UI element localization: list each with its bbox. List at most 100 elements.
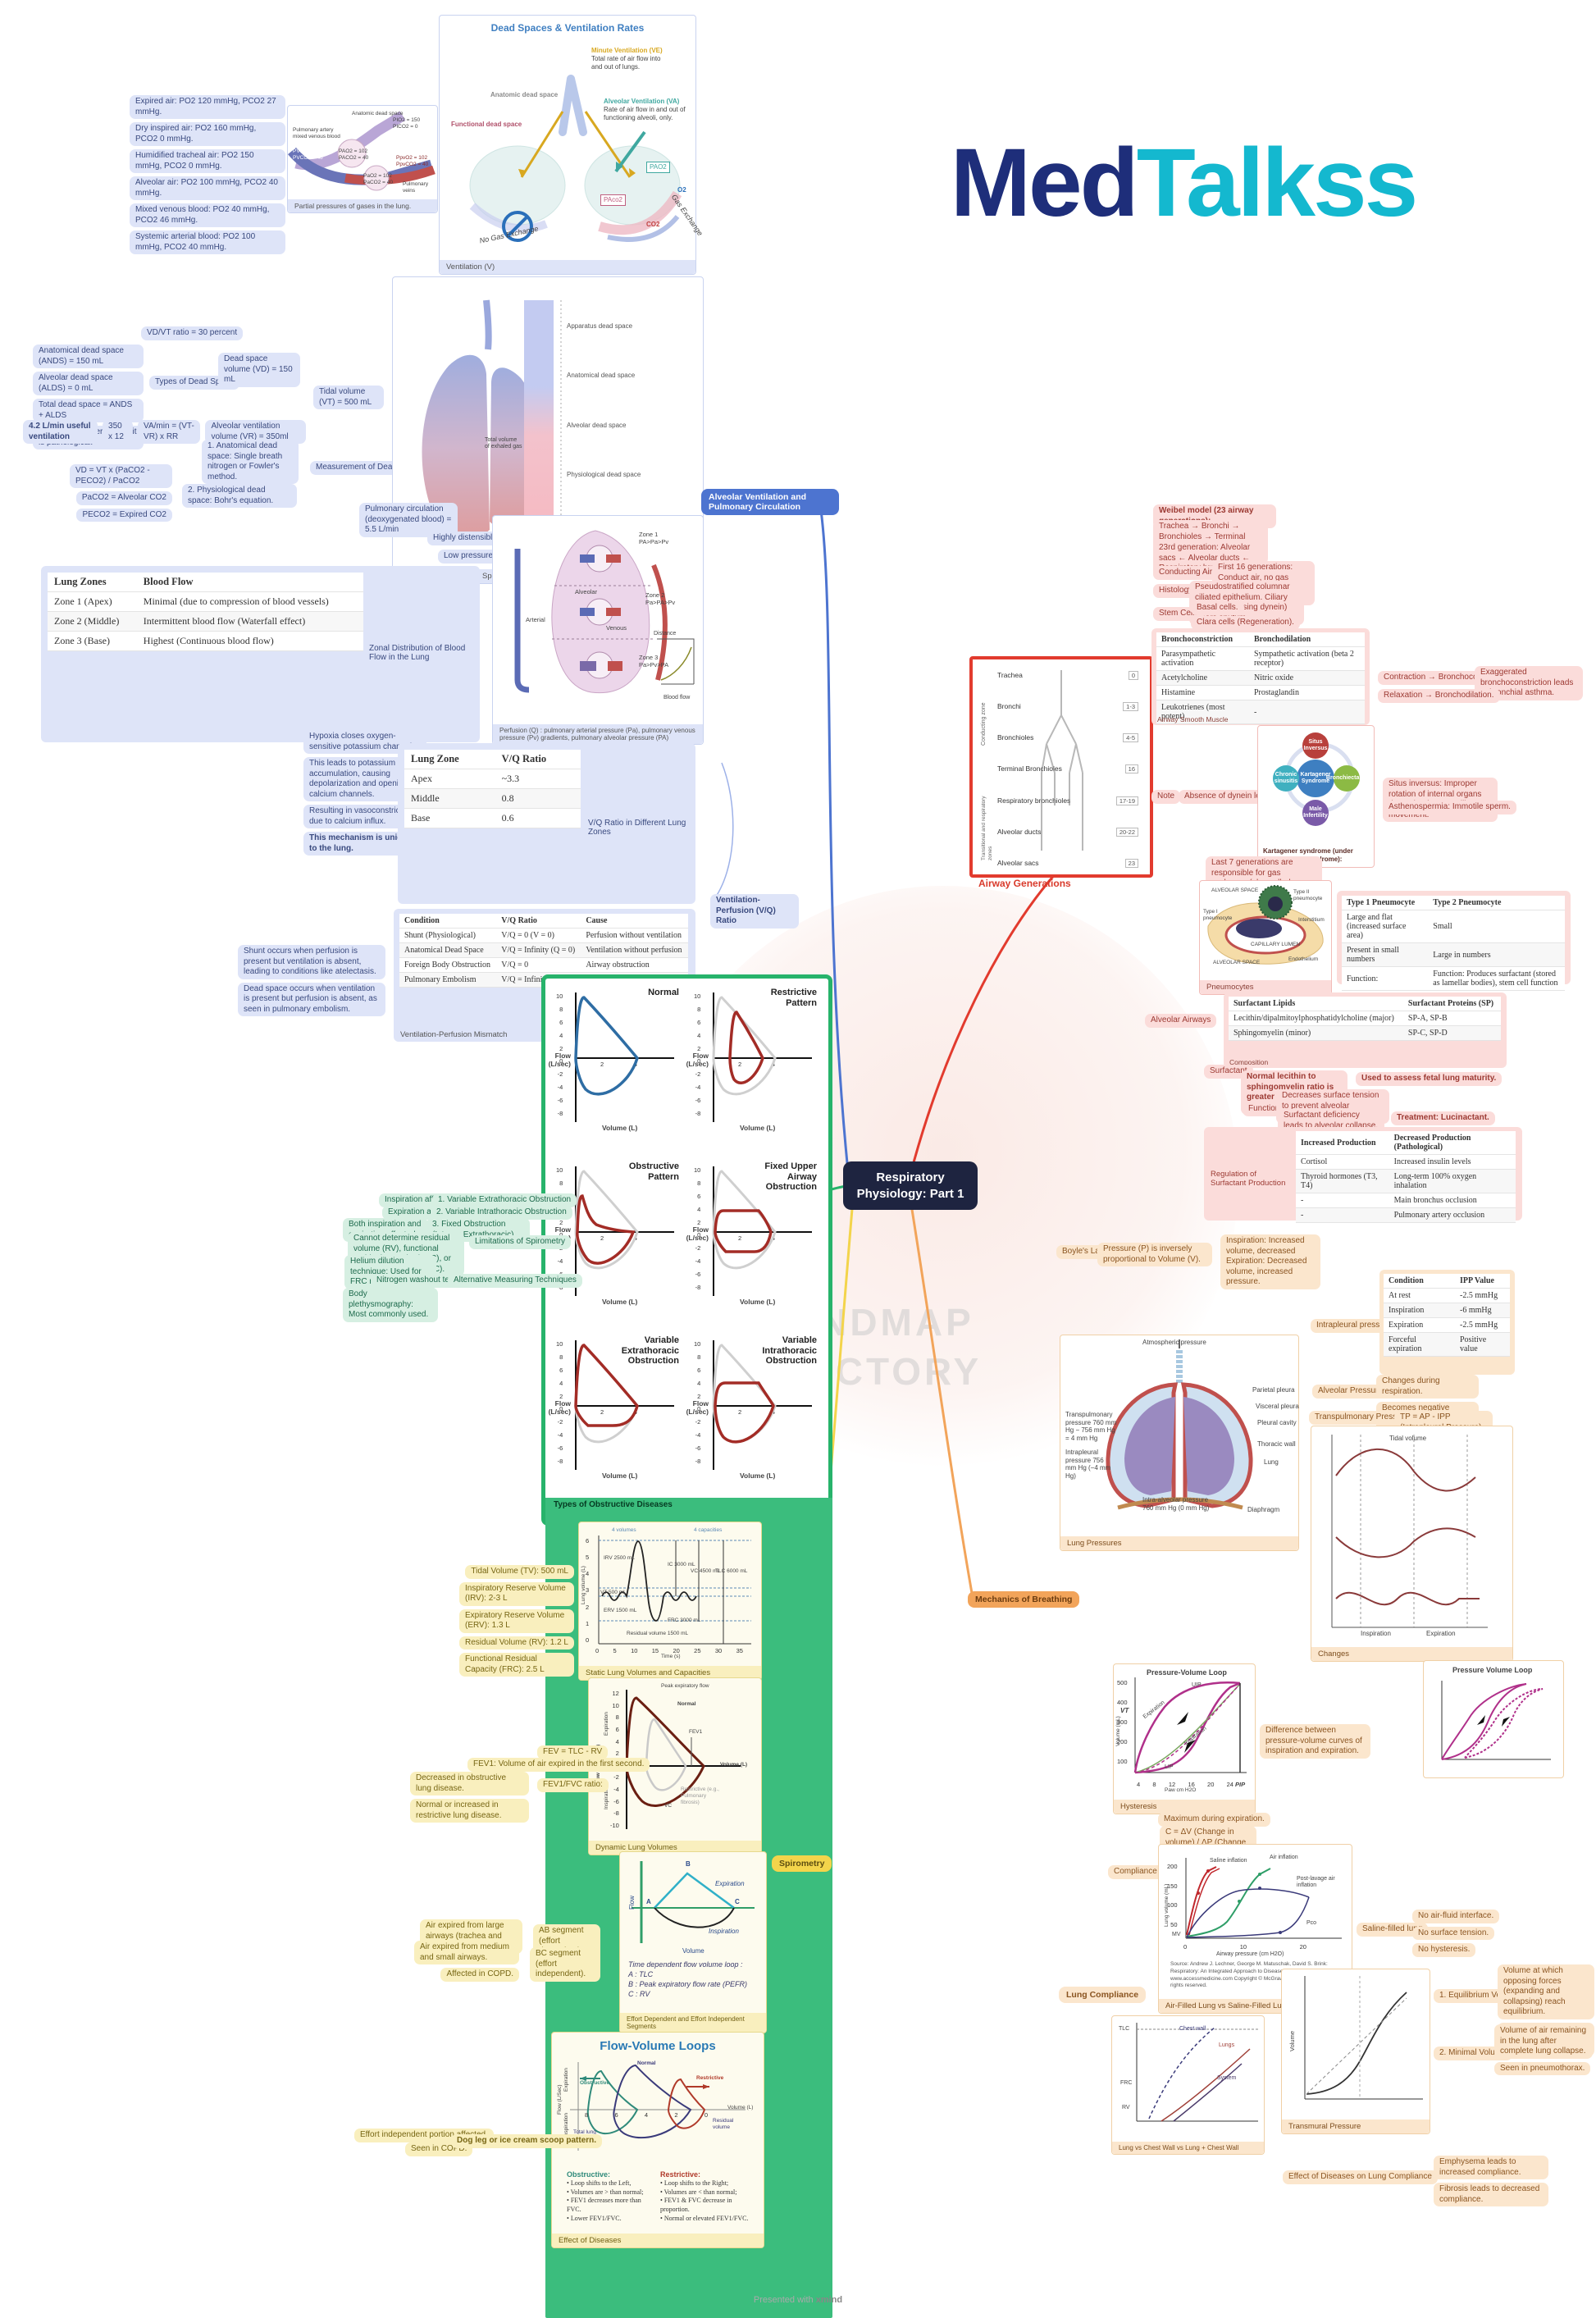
ventilation-chain-node[interactable]: 4.2 L/min useful ventilation xyxy=(23,420,98,444)
static-volume-node[interactable]: Expiratory Reserve Volume (ERV): 1.3 L xyxy=(459,1608,574,1633)
node[interactable]: 0 xyxy=(697,1405,701,1413)
vdvt-node[interactable]: VD/VT ratio = 30 percent xyxy=(141,326,244,340)
node[interactable]: 2 xyxy=(674,2111,678,2119)
node[interactable]: 200 xyxy=(1167,1863,1178,1870)
bohr-node[interactable]: PaCO2 = Alveolar CO2 xyxy=(75,491,172,505)
tidal-dead-space-label[interactable]: Anatomical dead space xyxy=(567,372,636,380)
effort-line[interactable]: A : TLC xyxy=(628,1970,654,1978)
bc-source-node[interactable]: Air expired from medium and small airway… xyxy=(414,1941,519,1964)
fev-node[interactable]: FEV = TLC - RV xyxy=(537,1745,609,1759)
hysteresis-diff-node[interactable]: Difference between pressure-volume curve… xyxy=(1260,1724,1370,1759)
minimal-item[interactable]: Volume of air remaining in the lung afte… xyxy=(1494,2024,1593,2059)
static-volume-node[interactable]: Functional Residual Capacity (FRC): 2.5 … xyxy=(459,1653,574,1677)
note-label[interactable]: Note xyxy=(1151,790,1181,804)
node[interactable]: 10 xyxy=(631,1647,638,1654)
obstructive-bullet[interactable]: Volumes are > than normal; xyxy=(567,2188,653,2197)
node[interactable]: 0 xyxy=(697,1057,701,1065)
node[interactable]: 8 xyxy=(697,1179,701,1187)
node[interactable]: 2 xyxy=(559,1044,563,1052)
restrictive-bullet[interactable]: Loop shifts to the Right; xyxy=(660,2179,755,2188)
disease-item[interactable]: Emphysema leads to increased compliance. xyxy=(1434,2156,1548,2179)
node[interactable]: 5 xyxy=(586,1554,590,1562)
equilibrium-item[interactable]: Volume at which opposing forces (expandi… xyxy=(1498,1964,1594,2019)
node[interactable]: 8 xyxy=(1152,1781,1156,1788)
saline-item-node[interactable]: No surface tension. xyxy=(1412,1926,1495,1940)
node[interactable]: 15 xyxy=(651,1647,659,1654)
node[interactable]: 6 xyxy=(559,1366,563,1374)
measurement-anatomical-node[interactable]: 1. Anatomical dead space: Single breath … xyxy=(202,440,299,484)
gas-pressure-node[interactable]: Mixed venous blood: PO2 40 mmHg, PCO2 46… xyxy=(130,203,285,227)
intrathoracic-node[interactable]: 2. Variable Intrathoracic Obstruction xyxy=(431,1206,572,1220)
node[interactable]: 0 xyxy=(1183,1943,1188,1951)
node[interactable]: 0 xyxy=(559,1057,563,1065)
node[interactable]: -8 xyxy=(695,1109,701,1117)
node[interactable]: 2 xyxy=(559,1392,563,1400)
node[interactable]: 4 xyxy=(644,2111,649,2119)
node[interactable]: 0 xyxy=(697,1231,701,1239)
obstructive-bullet[interactable]: Loop shifts to the Left, xyxy=(567,2179,653,2188)
types-label[interactable]: Types of Dead Space xyxy=(149,376,239,390)
situs-node[interactable]: Situs inversus: Improper rotation of int… xyxy=(1383,778,1498,822)
tidal-dead-space-label[interactable]: Physiological dead space xyxy=(567,470,641,478)
node[interactable]: -6 xyxy=(695,1444,701,1452)
bc-source-node[interactable]: Affected in COPD. xyxy=(440,1968,519,1982)
extrathoracic-node[interactable]: 1. Variable Extrathoracic Obstruction xyxy=(432,1193,577,1207)
footer-brand[interactable]: xmind xyxy=(815,2295,843,2305)
node[interactable]: 0 xyxy=(559,1405,563,1413)
node[interactable]: 200 xyxy=(1117,1738,1128,1745)
node[interactable]: 4 xyxy=(697,1379,701,1387)
vq-side-node[interactable]: Dead space occurs when ventilation is pr… xyxy=(238,982,385,1016)
node[interactable]: 6 xyxy=(614,2111,618,2119)
node[interactable]: 6 xyxy=(559,1018,563,1026)
fev1-node[interactable]: FEV1: Volume of air expired in the first… xyxy=(467,1758,650,1772)
histology-label[interactable]: Histology xyxy=(1153,584,1199,598)
max-expiration-node[interactable]: Maximum during expiration. xyxy=(1158,1813,1270,1827)
gas-pressure-node[interactable]: Alveolar air: PO2 100 mmHg, PCO2 40 mmHg… xyxy=(130,176,285,200)
node[interactable]: 0 xyxy=(595,1647,600,1654)
branch-mechanics[interactable]: Mechanics of Breathing xyxy=(968,1591,1080,1608)
node[interactable]: 30 xyxy=(714,1647,723,1654)
bc-segment-node[interactable]: BC segment (effort independent). xyxy=(530,1947,600,1982)
restrictive-bullet[interactable]: Normal or elevated FEV1/FVC. xyxy=(660,2215,755,2224)
node[interactable]: 35 xyxy=(736,1647,743,1654)
node[interactable]: -2 xyxy=(557,1418,563,1426)
node[interactable]: -4 xyxy=(557,1084,563,1092)
node[interactable]: 4 xyxy=(559,1031,563,1039)
dead-space-type-node[interactable]: Total dead space = ANDS + ALDS xyxy=(33,399,144,422)
dogleg-node[interactable]: Dog leg or ice cream scoop pattern. xyxy=(451,2134,603,2148)
node[interactable]: 150 xyxy=(1167,1882,1178,1890)
node[interactable]: 2 xyxy=(559,1218,563,1226)
vq-side-node[interactable]: Shunt occurs when perfusion is present b… xyxy=(238,945,385,979)
tidal-dead-space-label[interactable]: Alveolar dead space xyxy=(567,421,627,429)
bohr-node[interactable]: PECO2 = Expired CO2 xyxy=(76,508,172,522)
node[interactable]: 10 xyxy=(694,1340,701,1348)
node[interactable]: -2 xyxy=(695,1244,701,1253)
vq-ratio-label[interactable]: V/Q Ratio in Different Lung Zones xyxy=(588,819,686,837)
saline-filled-label[interactable]: Saline-filled lung xyxy=(1357,1923,1429,1937)
branch-vq-ratio[interactable]: Ventilation-Perfusion (V/Q) Ratio xyxy=(710,894,799,929)
node[interactable]: 50 xyxy=(1170,1920,1178,1928)
node[interactable]: 4 xyxy=(559,1379,563,1387)
static-volume-node[interactable]: Tidal Volume (TV): 500 mL xyxy=(465,1565,574,1579)
node[interactable]: -2 xyxy=(557,1070,563,1079)
ventilation-chain-node[interactable]: VA/min = (VT-VR) x RR xyxy=(138,420,201,444)
dead-space-type-node[interactable]: Anatomical dead space (ANDS) = 150 mL xyxy=(33,345,144,368)
alveolar-airways-label[interactable]: Alveolar Airways xyxy=(1145,1014,1217,1028)
effort-line[interactable]: C : RV xyxy=(628,1990,650,1998)
node[interactable]: -6 xyxy=(613,1797,619,1805)
node[interactable]: 8 xyxy=(559,1179,563,1187)
obstructive-bullet[interactable]: FEV1 decreases more than FVC. xyxy=(567,2197,653,2215)
node[interactable]: 10 xyxy=(694,992,701,1000)
node[interactable]: 10 xyxy=(1239,1943,1247,1951)
node[interactable]: -4 xyxy=(695,1084,701,1092)
node[interactable]: 25 xyxy=(694,1647,701,1654)
